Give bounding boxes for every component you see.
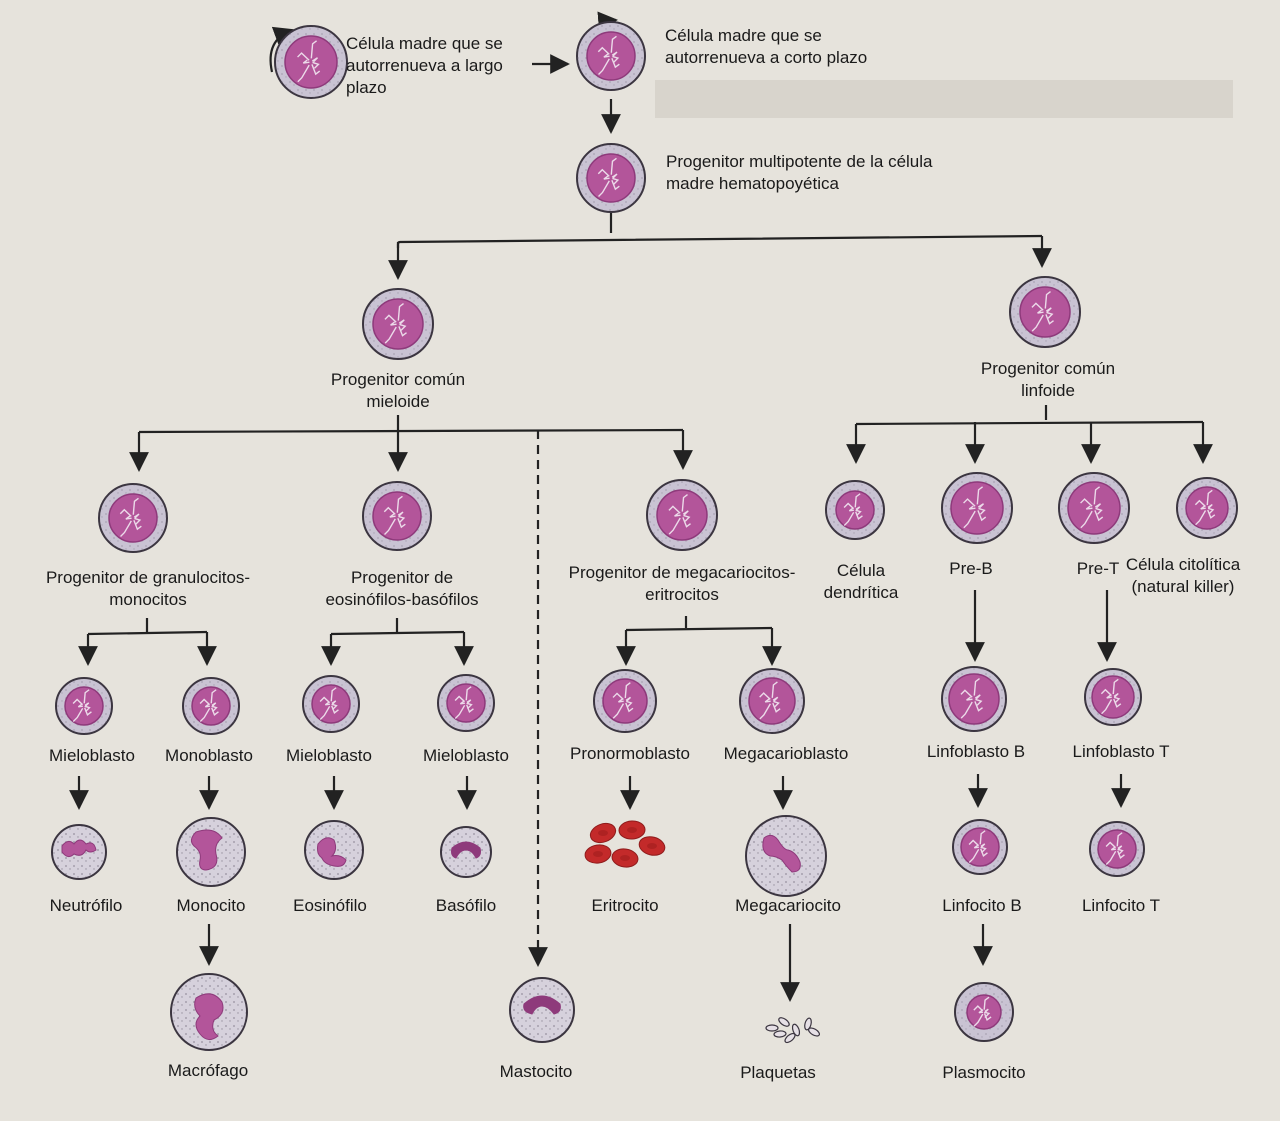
cell-lt-hsc: [274, 25, 348, 99]
label-clp: Progenitor común linfoide: [980, 359, 1116, 400]
label-lymphocyte-b: Linfocito B: [942, 896, 1022, 915]
cell-myeloblast-3: [437, 674, 495, 732]
line-clp-bar: [855, 420, 1204, 426]
cell-myeloblast-1: [55, 677, 113, 735]
cell-plasma-cell: [954, 982, 1014, 1042]
label-erythrocyte: Eritrocito: [591, 896, 659, 915]
line-mpp-bar: [396, 234, 1043, 248]
cell-monoblast: [182, 677, 240, 735]
label-cmp: Progenitor común mieloide: [330, 370, 466, 411]
connectors: [69, 11, 1213, 1002]
line-cmp-bar: [138, 428, 684, 434]
label-pronormoblast: Pronormoblasto: [569, 744, 690, 763]
label-megakaryoblast: Megacarioblasto: [723, 744, 849, 763]
background-table-bar: [655, 80, 1233, 118]
self-renew-arrow-lt: [269, 26, 294, 73]
cell-clp: [1009, 276, 1081, 348]
label-basophil: Basófilo: [435, 896, 497, 915]
cell-myeloblast-2: [302, 675, 360, 733]
cell-lymphocyte-t: [1089, 821, 1145, 877]
cell-ebp: [362, 481, 432, 551]
label-gmp: Progenitor de granulocitos-monocitos: [45, 568, 251, 609]
cell-mpp: [576, 143, 646, 213]
label-myeloblast-3: Mieloblasto: [423, 746, 509, 765]
cell-erythrocytes: [584, 820, 666, 868]
cell-monocyte: [176, 817, 246, 887]
cell-mast-cell: [509, 977, 575, 1043]
cell-pronormoblast: [593, 669, 657, 733]
label-nk: Célula citolítica (natural killer): [1125, 555, 1241, 596]
label-ebp: Progenitor de eosinófilos-basófilos: [325, 568, 479, 609]
cell-nk: [1176, 477, 1238, 539]
label-macrophage: Macrófago: [167, 1061, 249, 1080]
cell-pret: [1058, 472, 1130, 544]
cell-mep: [646, 479, 718, 551]
cell-basophil: [440, 826, 492, 878]
cell-gmp: [98, 483, 168, 553]
label-mep: Progenitor de megacariocitos-eritrocitos: [568, 563, 796, 604]
label-plasma-cell: Plasmocito: [942, 1063, 1026, 1082]
label-megakaryocyte: Megacariocito: [735, 896, 841, 915]
cell-lymphoblast-b: [941, 666, 1007, 732]
cell-st-hsc: [576, 21, 646, 91]
label-st-hsc: Célula madre que se autorrenueva a corto…: [665, 26, 868, 67]
line-ebp-bar: [330, 630, 465, 636]
cell-macrophage: [170, 973, 248, 1051]
platelets-fragments: [765, 1017, 821, 1044]
label-eosinophil: Eosinófilo: [293, 896, 367, 915]
line-mep-bar: [625, 626, 773, 632]
label-monoblast: Monoblasto: [165, 746, 253, 765]
label-mpp: Progenitor multipotente de la célula mad…: [666, 152, 933, 193]
label-platelets: Plaquetas: [740, 1063, 816, 1082]
cells-layer: [51, 21, 1238, 1051]
label-lt-hsc: Célula madre que se autorrenueva a largo…: [346, 34, 503, 97]
cell-eosinophil: [304, 820, 364, 880]
cell-lymphoblast-t: [1084, 668, 1142, 726]
cell-megakaryocyte: [745, 815, 827, 897]
label-neutrophil: Neutrófilo: [49, 896, 123, 915]
label-lymphoblast-b: Linfoblasto B: [926, 742, 1026, 761]
label-lymphoblast-t: Linfoblasto T: [1072, 742, 1170, 761]
label-monocyte: Monocito: [176, 896, 246, 915]
cell-cmp: [362, 288, 434, 360]
cell-lymphocyte-b: [952, 819, 1008, 875]
line-gmp-bar: [87, 630, 208, 636]
label-pret: Pre-T: [1076, 559, 1120, 578]
cell-preb: [941, 472, 1013, 544]
label-preb: Pre-B: [949, 559, 993, 578]
label-mast-cell: Mastocito: [499, 1062, 573, 1081]
cell-neutrophil: [51, 824, 107, 880]
label-myeloblast-2: Mieloblasto: [286, 746, 372, 765]
label-lymphocyte-t: Linfocito T: [1081, 896, 1161, 915]
cell-megakaryoblast: [739, 668, 805, 734]
cell-dendritic: [825, 480, 885, 540]
label-dendritic: Célula dendrítica: [823, 561, 899, 602]
label-myeloblast-1: Mieloblasto: [49, 746, 135, 765]
